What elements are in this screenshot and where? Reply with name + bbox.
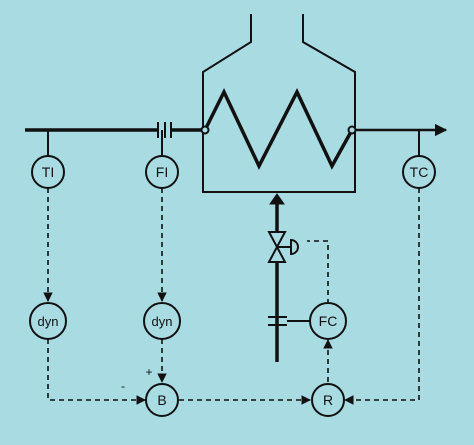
r-circle — [311, 383, 345, 417]
fc-circle — [309, 302, 347, 340]
fc-label: FC — [319, 313, 338, 329]
b-label: B — [157, 392, 166, 408]
ti-label: TI — [42, 164, 54, 180]
signal-fc-valve — [307, 240, 329, 304]
signal-tc-r — [344, 188, 420, 405]
valve-body — [267, 231, 287, 263]
tc-label: TC — [410, 164, 429, 180]
fi-label: FI — [156, 164, 168, 180]
furnace — [202, 14, 356, 193]
heating-coil — [203, 87, 354, 170]
signal-lines — [43, 188, 420, 405]
b-circle — [145, 383, 179, 417]
dyn-ti-circle — [29, 302, 67, 340]
flow-orifice-fuel — [268, 316, 287, 326]
control-valve — [267, 231, 299, 263]
dyn-fi-label: dyn — [152, 314, 173, 329]
dyn-fi-circle — [143, 302, 181, 340]
flow-orifice-inlet — [157, 122, 172, 138]
tc-circle — [402, 155, 436, 189]
plus-sign: + — [145, 365, 152, 379]
instrument-bubbles — [29, 155, 436, 417]
minus-sign: - — [121, 379, 125, 393]
coil-connectors — [200, 125, 357, 135]
process-line — [25, 87, 448, 170]
ti-circle — [31, 155, 65, 189]
fuel-inlet-arrow — [269, 193, 285, 205]
instrument-taps — [47, 130, 420, 322]
valve-actuator — [290, 238, 299, 256]
dyn-ti-label: dyn — [38, 314, 59, 329]
fi-circle — [145, 155, 179, 189]
signal-dyn-b-minus — [47, 339, 146, 405]
r-label: R — [323, 392, 333, 408]
furnace-stack-left — [202, 14, 356, 193]
fuel-line — [269, 193, 285, 362]
